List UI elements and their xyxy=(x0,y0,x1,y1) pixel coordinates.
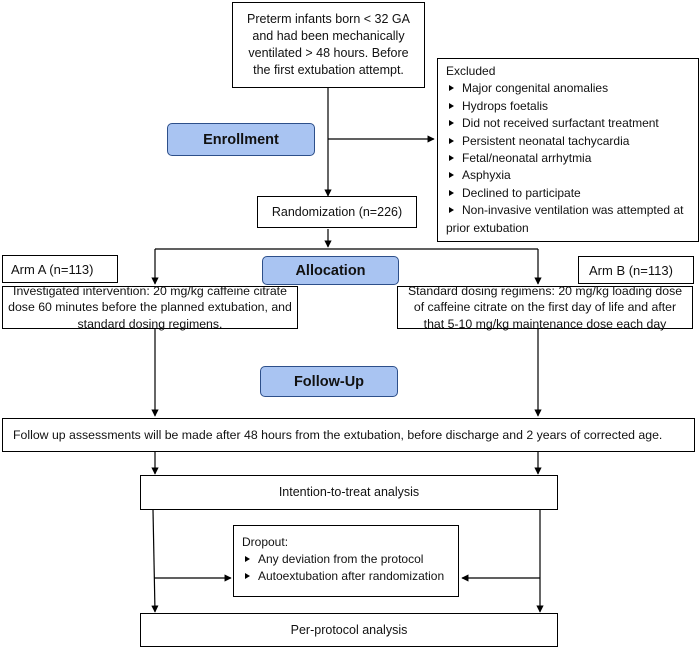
eligibility-box: Preterm infants born < 32 GA and had bee… xyxy=(232,2,425,88)
arm-b-label: Arm B (n=113) xyxy=(589,262,673,278)
list-item: Did not received surfactant treatment xyxy=(446,115,690,132)
stage-allocation: Allocation xyxy=(262,256,399,285)
follow-up-assessments-box: Follow up assessments will be made after… xyxy=(2,418,695,452)
per-protocol-text: Per-protocol analysis xyxy=(290,622,408,637)
itt-text: Intention-to-treat analysis xyxy=(278,485,420,499)
arm-a-label-box: Arm A (n=113) xyxy=(2,255,118,283)
dropout-list: Any deviation from the protocol Autoextu… xyxy=(242,551,450,585)
arrow-itt-to-pp-left xyxy=(151,509,159,613)
list-item: Hydrops foetalis xyxy=(446,98,690,115)
list-item: Fetal/neonatal arrhytmia xyxy=(446,150,690,167)
per-protocol-box: Per-protocol analysis xyxy=(140,613,558,647)
arm-a-label: Arm A (n=113) xyxy=(11,261,94,277)
list-item: Major congenital anomalies xyxy=(446,80,690,97)
list-item: Autoextubation after randomization xyxy=(242,568,450,585)
dropout-title: Dropout: xyxy=(242,535,289,549)
arm-a-intervention-text: Investigated intervention: 20 mg/kg caff… xyxy=(8,283,292,331)
itt-box: Intention-to-treat analysis xyxy=(140,475,558,510)
arm-b-intervention-text: Standard dosing regimens: 20 mg/kg loadi… xyxy=(407,283,683,331)
eligibility-text: Preterm infants born < 32 GA and had bee… xyxy=(247,12,410,77)
excluded-title: Excluded xyxy=(446,64,496,78)
stage-follow-up: Follow-Up xyxy=(260,366,398,397)
randomization-box: Randomization (n=226) xyxy=(257,196,417,228)
dropout-box: Dropout: Any deviation from the protocol… xyxy=(233,525,459,597)
excluded-list: Major congenital anomalies Hydrops foeta… xyxy=(446,80,690,237)
randomization-text: Randomization (n=226) xyxy=(271,204,403,219)
list-item: Asphyxia xyxy=(446,167,690,184)
stage-enrollment: Enrollment xyxy=(167,123,315,156)
list-item: Persistent neonatal tachycardia xyxy=(446,133,690,150)
list-item: Non-invasive ventilation was attempted a… xyxy=(446,203,684,235)
list-item: Any deviation from the protocol xyxy=(242,551,450,568)
arm-b-intervention-box: Standard dosing regimens: 20 mg/kg loadi… xyxy=(397,284,693,331)
arm-b-label-box: Arm B (n=113) xyxy=(578,256,694,284)
arm-a-intervention-box: Investigated intervention: 20 mg/kg caff… xyxy=(2,284,298,331)
excluded-box: Excluded Major congenital anomalies Hydr… xyxy=(437,58,699,242)
list-item: Declined to participate xyxy=(446,185,690,202)
follow-up-assessments-text: Follow up assessments will be made after… xyxy=(13,427,663,442)
